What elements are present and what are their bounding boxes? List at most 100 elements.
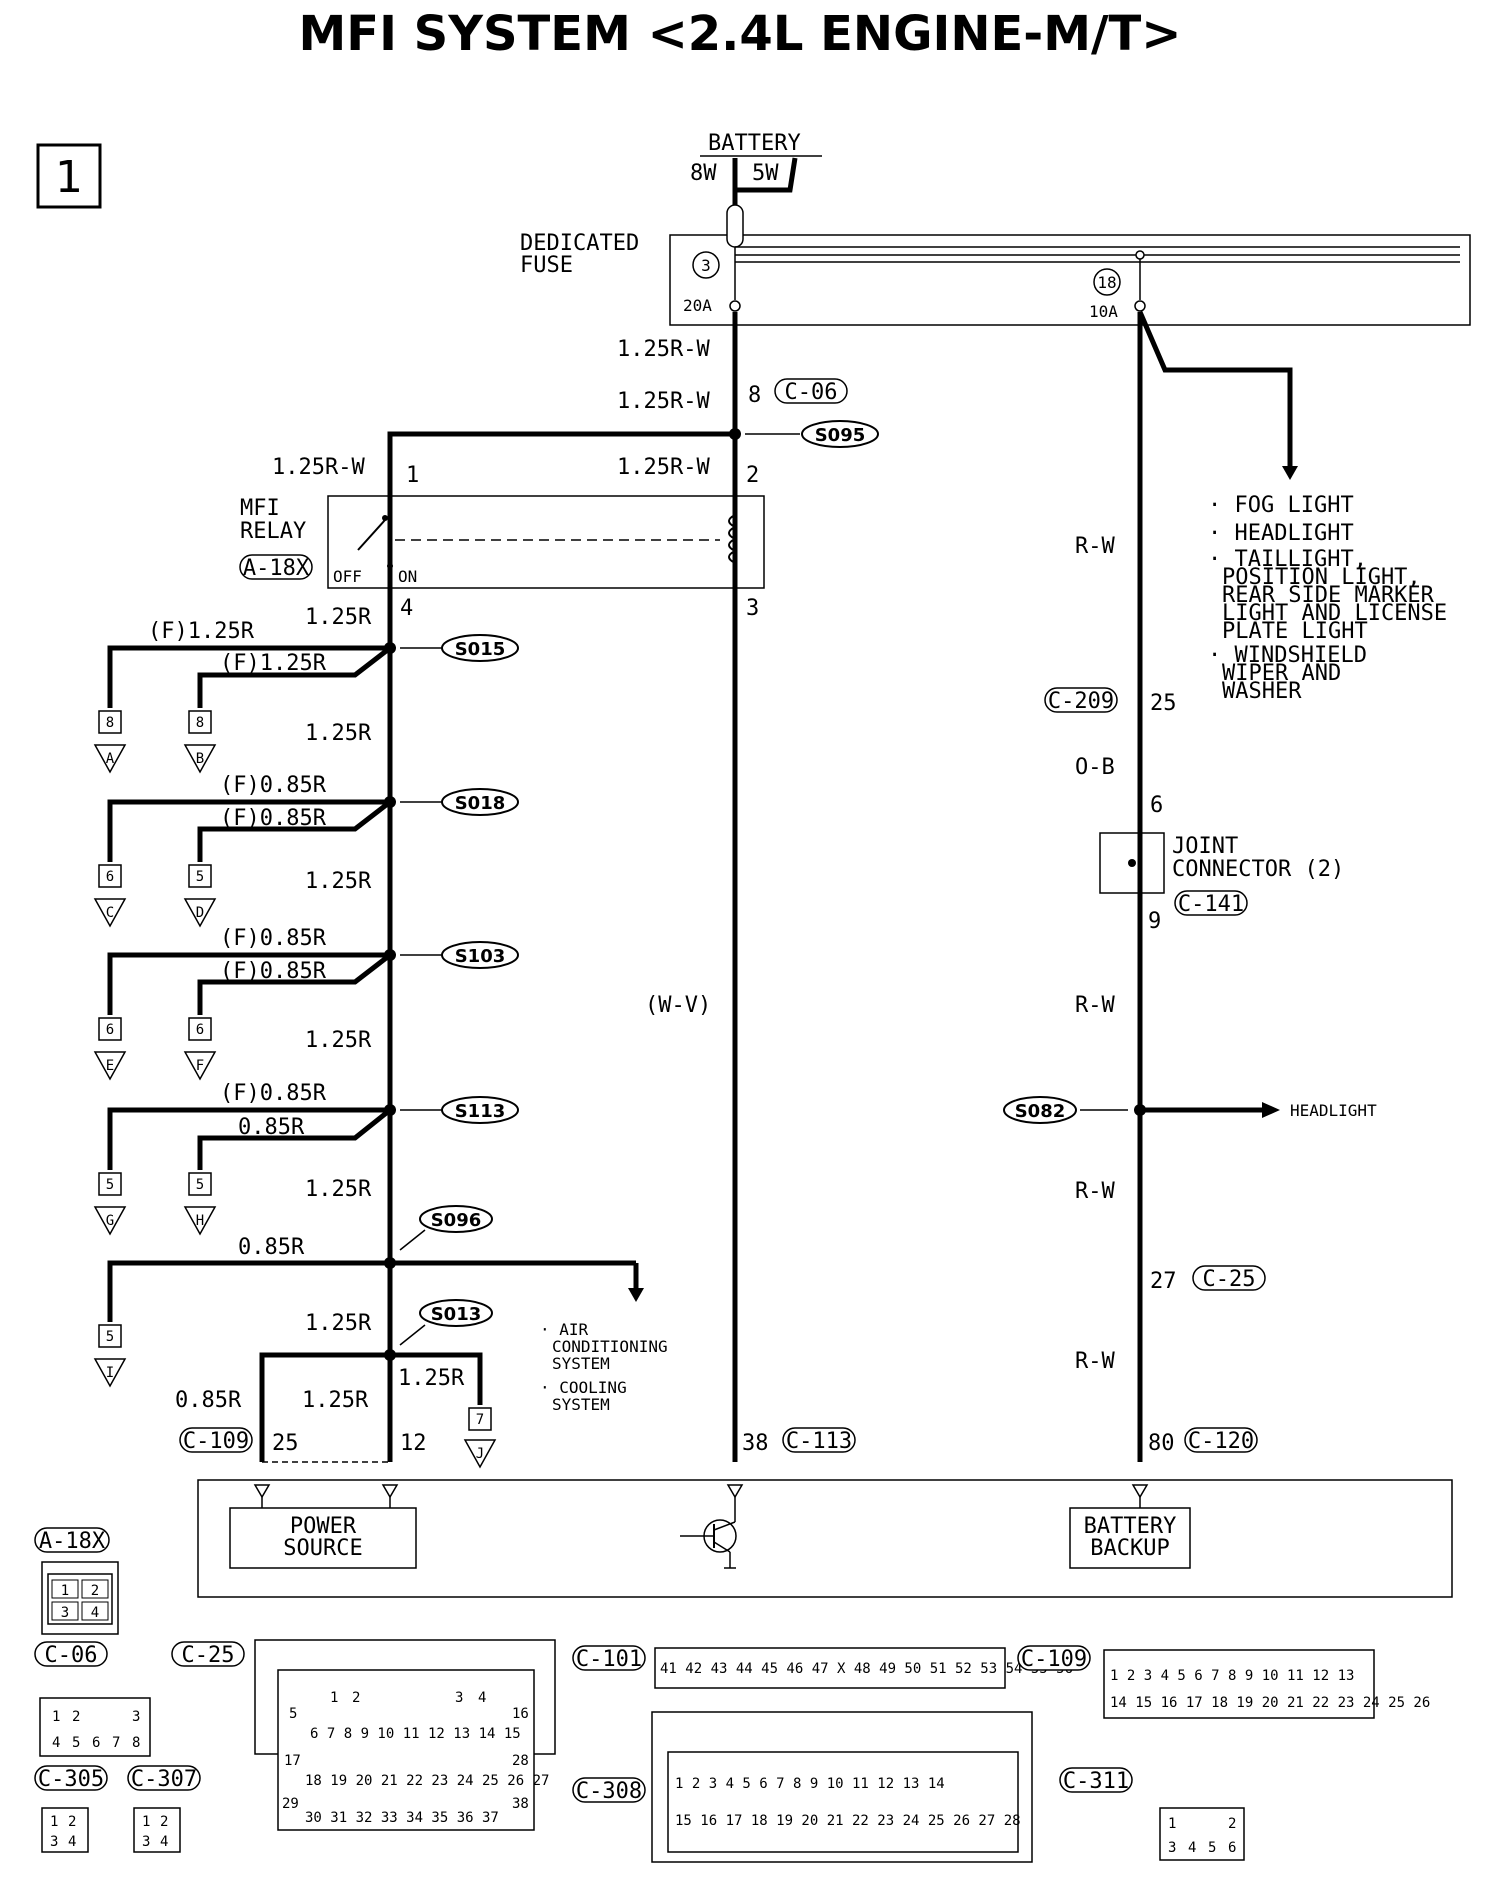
c06-pin: 8 [748, 383, 761, 408]
svg-text:J: J [476, 1446, 484, 1462]
branch-F: 6 F [183, 1017, 217, 1081]
c109-face: 1 2 3 4 5 6 7 8 9 10 11 12 13 14 15 16 1… [1103, 1649, 1430, 1719]
svg-text:29: 29 [282, 1796, 299, 1812]
svg-text:1: 1 [50, 1814, 58, 1830]
wire-085r-3: 0.85R [175, 1388, 242, 1413]
ac-item-1: · AIR [540, 1320, 589, 1339]
branch-J: 7 J [463, 1407, 497, 1469]
svg-text:1 2 3 4 5 6 7 8 9 10 11 12 13: 1 2 3 4 5 6 7 8 9 10 11 12 13 14 [675, 1776, 945, 1792]
svg-text:8: 8 [196, 715, 204, 731]
fuse-label-2: FUSE [520, 253, 573, 278]
svg-text:3: 3 [132, 1709, 140, 1725]
c109-connector: C-109 [183, 1429, 249, 1454]
relay-pin4: 4 [400, 596, 413, 621]
svg-text:15 16 17 18 19 20 21 22 23 24: 15 16 17 18 19 20 21 22 23 24 25 26 27 2… [675, 1813, 1021, 1829]
ac-item-2: CONDITIONING [552, 1337, 668, 1356]
fuse-label-1: DEDICATED [520, 231, 639, 256]
relay-wire-1: 1.25R-W [272, 455, 365, 480]
svg-text:E: E [106, 1058, 114, 1074]
branch-H: 5 H [183, 1172, 217, 1236]
c113-connector: C-113 [786, 1429, 852, 1454]
ac-item-3: SYSTEM [552, 1354, 610, 1373]
svg-text:6 7 8 9 10 11 12 13 14 15: 6 7 8 9 10 11 12 13 14 15 [310, 1726, 521, 1742]
svg-text:5: 5 [196, 869, 204, 885]
relay-out-wire: 1.25R [305, 605, 372, 630]
svg-text:5: 5 [72, 1735, 80, 1751]
a18x-face: 1 2 3 4 [41, 1561, 119, 1635]
svg-text:WIPER AND: WIPER AND [1222, 661, 1341, 686]
wire-f085r-4: (F)0.85R [220, 959, 327, 984]
svg-text:5: 5 [106, 1177, 114, 1193]
power-source-1: POWER [290, 1514, 357, 1539]
svg-text:6: 6 [1228, 1840, 1236, 1856]
svg-text:4: 4 [52, 1735, 60, 1751]
relay-pin2: 2 [746, 463, 759, 488]
joint-label-2: CONNECTOR (2) [1172, 857, 1344, 882]
fuse18-number: 18 [1097, 273, 1116, 292]
svg-text:2: 2 [352, 1690, 360, 1706]
wire-125r-g: 1.25R [302, 1388, 369, 1413]
wire-085r-1: 0.85R [238, 1115, 305, 1140]
svg-text:· WINDSHIELD: · WINDSHIELD [1208, 643, 1367, 668]
splice-s096: S096 [431, 1210, 482, 1231]
wire-rw-3: R-W [1075, 1179, 1115, 1204]
svg-text:6: 6 [106, 1022, 114, 1038]
svg-text:2: 2 [72, 1709, 80, 1725]
joint-pin9: 9 [1148, 909, 1161, 934]
svg-text:WASHER: WASHER [1222, 679, 1302, 704]
svg-text:· FOG LIGHT: · FOG LIGHT [1208, 493, 1354, 518]
svg-text:3: 3 [455, 1690, 463, 1706]
svg-text:B: B [196, 751, 204, 767]
splice-s082: S082 [1015, 1101, 1066, 1122]
battery-backup-2: BACKUP [1090, 1536, 1169, 1561]
svg-text:2: 2 [68, 1814, 76, 1830]
fuse18-amp: 10A [1089, 302, 1118, 321]
page-number: 1 [55, 152, 83, 203]
c120-pin: 80 [1148, 1431, 1175, 1456]
page-number-box [36, 143, 102, 209]
c141-connector: C-141 [1178, 892, 1244, 917]
svg-text:5: 5 [196, 1177, 204, 1193]
wire-085r-2: 0.85R [238, 1235, 305, 1260]
relay-on: ON [398, 567, 417, 586]
c25-connector: C-25 [1203, 1267, 1256, 1292]
svg-text:5: 5 [289, 1706, 297, 1722]
c209-connector: C-209 [1048, 689, 1114, 714]
c120-connector: C-120 [1188, 1429, 1254, 1454]
wire-label-2: 1.25R-W [617, 389, 710, 414]
svg-text:4: 4 [68, 1834, 76, 1850]
wire-125r-c: 1.25R [305, 1028, 372, 1053]
branch-E: 6 E [93, 1017, 127, 1081]
svg-text:C: C [106, 905, 114, 921]
wire-ob: O-B [1075, 755, 1115, 780]
branch-A: 8 A [93, 710, 127, 774]
wire-f085r-3: (F)0.85R [220, 926, 327, 951]
svg-text:G: G [106, 1213, 114, 1229]
splice-s018: S018 [455, 793, 506, 814]
c101-face: 41 42 43 44 45 46 47 X 48 49 50 51 52 53… [654, 1647, 1073, 1689]
c109-face-label: C-109 [1021, 1647, 1087, 1672]
wire-rw-2: R-W [1075, 993, 1115, 1018]
svg-text:7: 7 [476, 1412, 484, 1428]
transistor-icon [680, 1497, 737, 1569]
svg-text:3: 3 [61, 1605, 69, 1621]
branch-B: 8 B [183, 710, 217, 774]
c06-connector: C-06 [785, 380, 838, 405]
wire-rw-1: R-W [1075, 534, 1115, 559]
fuse3-number: 3 [701, 256, 711, 275]
wire-f085r-2: (F)0.85R [220, 806, 327, 831]
splice-s013: S013 [431, 1304, 482, 1325]
relay-off: OFF [333, 567, 362, 586]
svg-text:16: 16 [512, 1706, 529, 1722]
branch-G: 5 G [93, 1172, 127, 1236]
svg-text:6: 6 [106, 869, 114, 885]
svg-text:7: 7 [112, 1735, 120, 1751]
svg-text:2: 2 [1228, 1816, 1236, 1832]
svg-text:18 19 20 21 22 23 24 25 26 27: 18 19 20 21 22 23 24 25 26 27 [305, 1773, 549, 1789]
c311-face-label: C-311 [1063, 1769, 1129, 1794]
